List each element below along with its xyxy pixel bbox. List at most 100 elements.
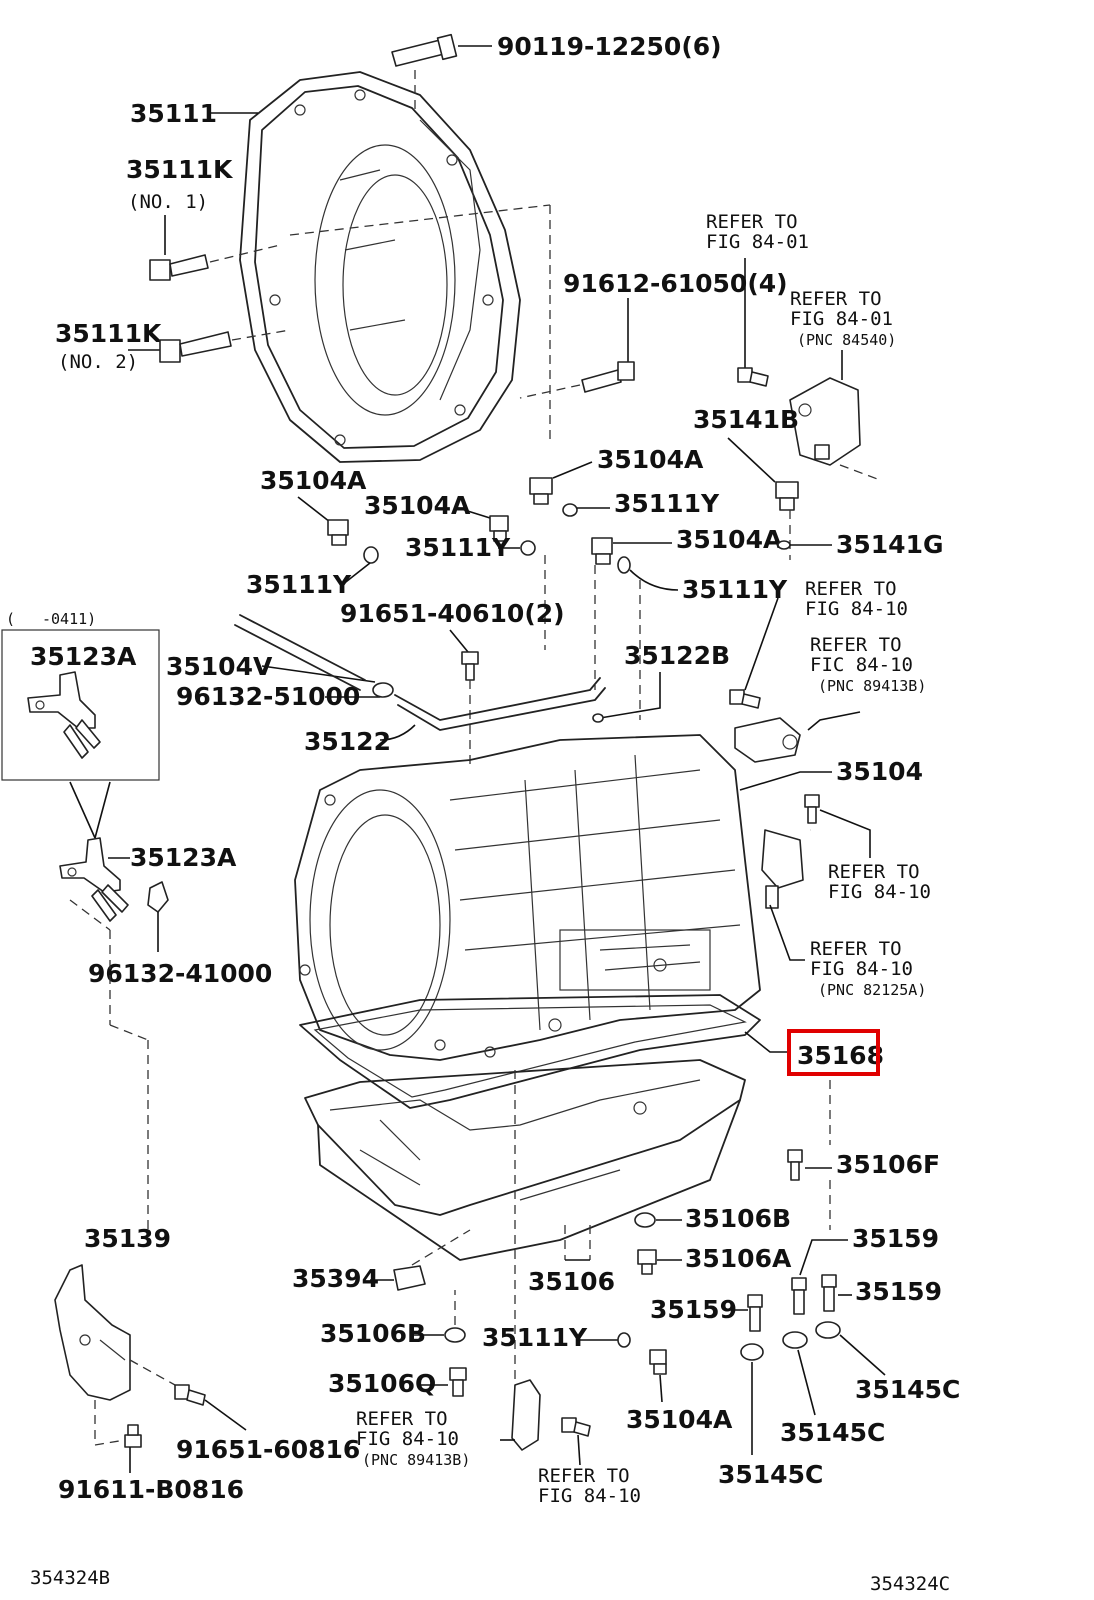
- oil-pan-drawing: [304, 1059, 746, 1261]
- figure-code-left: 354324B: [30, 1567, 110, 1589]
- label-35104a-top: 35104A: [597, 445, 704, 474]
- bolt-refer-84-01-drawing: [737, 367, 769, 387]
- label-35145c-middle: 35145C: [780, 1418, 885, 1447]
- label-90119-12250: 90119-12250(6): [497, 32, 722, 61]
- label-35111y-right: 35111Y: [682, 575, 788, 604]
- label-35104a-center: 35104A: [364, 491, 471, 520]
- tube-35159-b-drawing: [821, 1274, 837, 1312]
- refer-fig84-01-b-line3: (PNC 84540): [797, 331, 896, 349]
- label-35104a-left: 35104A: [260, 466, 367, 495]
- plug-35104a-right-drawing: [591, 537, 613, 565]
- speed-sensor-89413b-drawing: [734, 717, 801, 763]
- bolt-90119-drawing: [391, 33, 458, 67]
- label-96132-41000: 96132-41000: [88, 959, 272, 988]
- label-91612-61050: 91612-61050(4): [563, 269, 788, 298]
- label-35141g: 35141G: [836, 530, 944, 559]
- highlight-35168: [787, 1029, 880, 1076]
- refer-fig84-10-e-line1: REFER TO: [356, 1408, 448, 1430]
- label-35159-left: 35159: [650, 1295, 737, 1324]
- bolt-35111k-no2-drawing: [159, 331, 232, 363]
- plug-35104a-center-drawing: [489, 515, 509, 542]
- label-35104v: 35104V: [166, 652, 273, 681]
- refer-fig84-10-e-line2: FIG 84-10: [356, 1428, 459, 1450]
- bolt-35106f-drawing: [787, 1149, 803, 1181]
- bolt-refer-84-10-c-drawing: [804, 794, 820, 824]
- oring-35111y-bottom-drawing: [617, 1332, 631, 1348]
- label-35111y-left: 35111Y: [246, 570, 352, 599]
- label-35111k-no2: 35111K: [55, 319, 163, 348]
- washer-35145c-b-drawing: [782, 1331, 808, 1349]
- refer-fig84-10-c-line2: FIG 84-10: [828, 881, 931, 903]
- label-35111y-bottom: 35111Y: [482, 1323, 588, 1352]
- label-35145c-right: 35145C: [855, 1375, 960, 1404]
- label-35123a: 35123A: [130, 843, 237, 872]
- bracket-35139-drawing: [54, 1264, 131, 1401]
- label-35123a-inset: 35123A: [30, 642, 137, 671]
- bolt-91651-60816-drawing: [174, 1384, 206, 1406]
- refer-fig84-10-d-line3: (PNC 82125A): [818, 981, 926, 999]
- label-35111k-no2-note: (NO. 2): [58, 351, 138, 373]
- refer-fig84-10-b-line1: REFER TO: [810, 634, 902, 656]
- bolt-91611-b0816-drawing: [124, 1424, 142, 1448]
- refer-fig84-10-c-line1: REFER TO: [828, 861, 920, 883]
- label-35168: 35168: [797, 1041, 884, 1070]
- inset-box: [1, 629, 160, 781]
- washer-35106b-lower-drawing: [444, 1327, 466, 1343]
- label-35111y-center: 35111Y: [405, 533, 511, 562]
- label-35159-right: 35159: [855, 1277, 942, 1306]
- label-35104a-right: 35104A: [676, 525, 783, 554]
- refer-fig84-10-f-line2: FIG 84-10: [538, 1485, 641, 1507]
- refer-fig84-01-b-line2: FIG 84-01: [790, 308, 893, 330]
- plug-35104a-top-drawing: [529, 477, 553, 505]
- inset-range-label: (: [6, 610, 15, 628]
- washer-35145c-a-drawing: [740, 1343, 764, 1361]
- refer-fig84-01-b-line1: REFER TO: [790, 288, 882, 310]
- bell-housing-drawing: [239, 71, 521, 463]
- bracket-35123a-drawing: [59, 837, 129, 922]
- refer-fig84-10-d-line1: REFER TO: [810, 938, 902, 960]
- label-35106: 35106: [528, 1267, 615, 1296]
- label-35106q: 35106Q: [328, 1369, 436, 1398]
- figure-code-right: 354324C: [870, 1573, 950, 1595]
- label-35111k-no1: 35111K: [126, 155, 234, 184]
- speed-sensor-82125a-drawing: [761, 829, 804, 909]
- washer-35145c-c-drawing: [815, 1321, 841, 1339]
- label-35159-top: 35159: [852, 1224, 939, 1253]
- tube-35159-c-drawing: [747, 1294, 763, 1332]
- label-91611-b0816: 91611-B0816: [58, 1475, 244, 1504]
- label-35111y-top: 35111Y: [614, 489, 720, 518]
- clip-96132-41000-drawing: [147, 881, 169, 913]
- label-91651-60816: 91651-60816: [176, 1435, 360, 1464]
- label-35111k-no1-note: (NO. 1): [128, 191, 208, 213]
- tube-35159-a-drawing: [791, 1277, 807, 1315]
- refer-fig84-10-f-line1: REFER TO: [538, 1465, 630, 1487]
- label-91651-40610: 91651-40610(2): [340, 599, 565, 628]
- refer-fig84-01-a-line1: REFER TO: [706, 211, 798, 233]
- label-35104: 35104: [836, 757, 923, 786]
- plug-35141b-drawing: [775, 481, 799, 511]
- refer-fig84-10-e-line3: (PNC 89413B): [362, 1451, 470, 1469]
- label-35106a: 35106A: [685, 1244, 792, 1273]
- oil-pan-gasket-drawing: [299, 994, 761, 1109]
- plug-35104a-bottom-drawing: [649, 1349, 667, 1375]
- label-35394: 35394: [292, 1264, 379, 1293]
- bolt-35111k-no1-drawing: [149, 254, 209, 281]
- refer-fig84-10-b-line2: FIC 84-10: [810, 654, 913, 676]
- bolt-35106q-drawing: [449, 1367, 467, 1397]
- refer-fig84-10-a-line2: FIG 84-10: [805, 598, 908, 620]
- refer-fig84-10-a-line1: REFER TO: [805, 578, 897, 600]
- bolt-refer-84-10-e-drawing: [561, 1417, 591, 1437]
- washer-35106b-drawing: [634, 1212, 656, 1228]
- label-35122b: 35122B: [624, 641, 730, 670]
- neutral-start-switch-drawing: [789, 377, 861, 466]
- refer-fig84-01-a-line2: FIG 84-01: [706, 231, 809, 253]
- transmission-case-drawing: [294, 734, 761, 1061]
- label-35122: 35122: [304, 727, 391, 756]
- refer-fig84-10-d-line2: FIG 84-10: [810, 958, 913, 980]
- plug-35104a-left-drawing: [327, 519, 349, 546]
- label-35106f: 35106F: [836, 1150, 940, 1179]
- plug-35106a-drawing: [637, 1249, 657, 1275]
- bolt-refer-84-10-a-drawing: [729, 689, 761, 709]
- label-35139: 35139: [84, 1224, 171, 1253]
